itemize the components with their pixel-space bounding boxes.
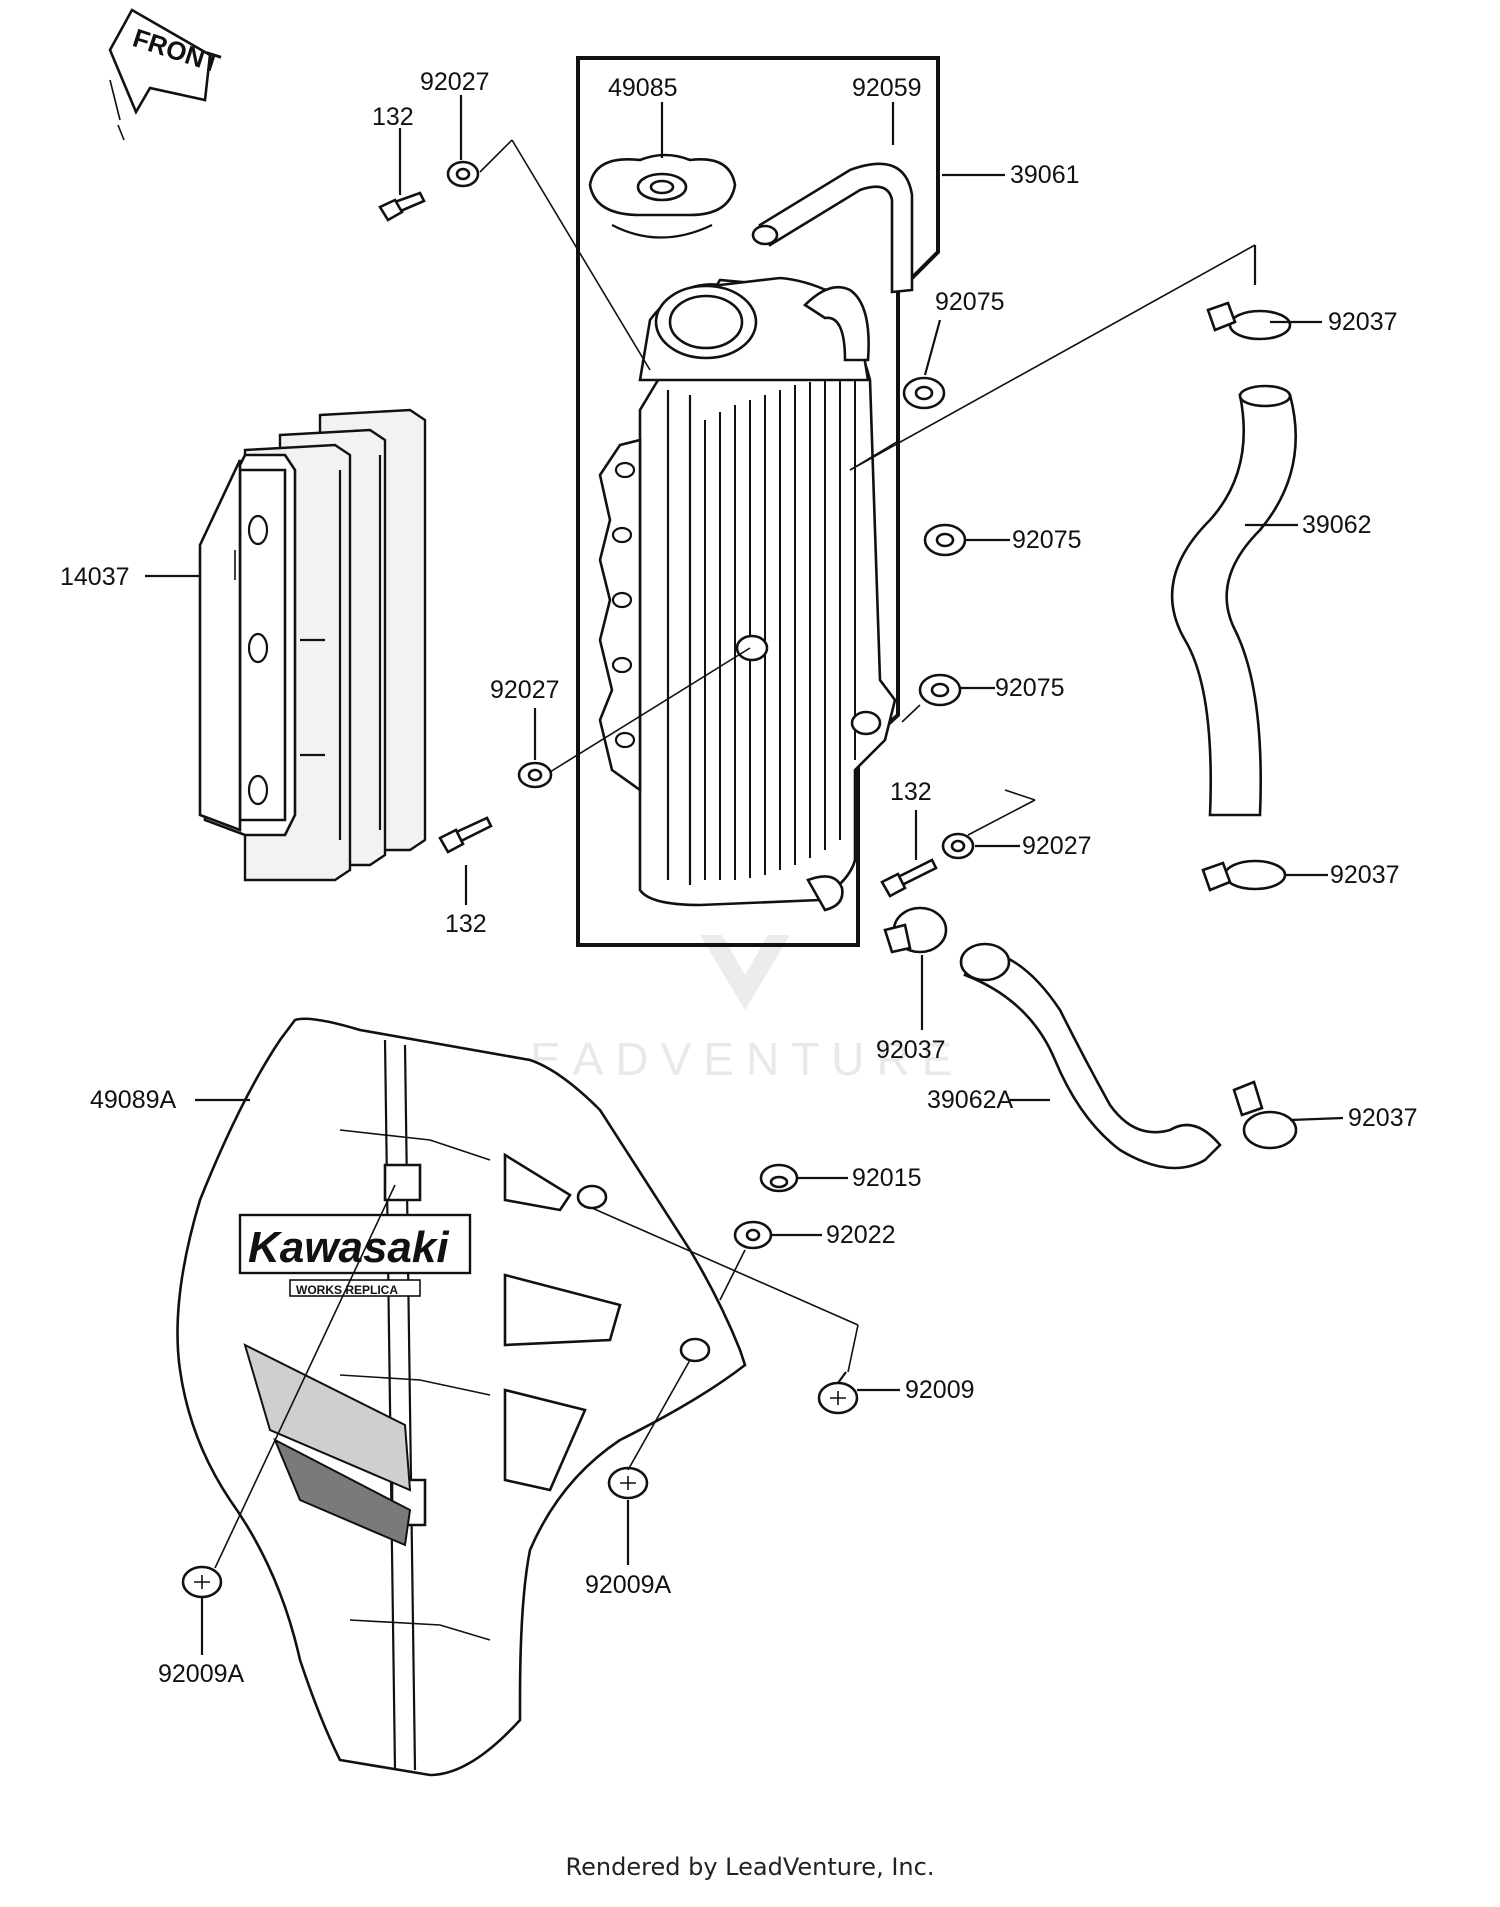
washer-92022 [733, 1220, 773, 1250]
watermark-text: EADVENTURE [530, 1033, 964, 1085]
screw-92009 [817, 1371, 859, 1415]
grommet-92075-b [923, 523, 967, 557]
watermark: EADVENTURE [530, 935, 964, 1085]
footer-credit: Rendered by LeadVenture, Inc. [565, 1853, 935, 1881]
callout-132-right: 132 [890, 778, 932, 806]
radiator-assembly-box [576, 56, 940, 947]
bolt-132-mid [438, 816, 493, 854]
radiator-core [598, 276, 897, 912]
callout-92027-top: 92027 [420, 68, 490, 96]
callout-92009A-left: 92009A [158, 1660, 245, 1688]
callout-14037: 14037 [60, 563, 130, 591]
callout-92075-c: 92075 [995, 674, 1065, 702]
leader-lines [145, 95, 1344, 1655]
callout-132-top: 132 [372, 103, 414, 131]
clamp-92037-a [1206, 301, 1292, 341]
callout-92059: 92059 [852, 74, 922, 102]
grommet-92075-c [918, 673, 962, 707]
clamp-92037-b [1201, 859, 1287, 892]
callout-92037-d: 92037 [1348, 1104, 1418, 1132]
callout-92015: 92015 [852, 1164, 922, 1192]
washer-92027-mid [517, 761, 553, 789]
callout-92027-right: 92027 [1022, 832, 1092, 860]
washer-92027-top [446, 160, 480, 188]
callout-92075-b: 92075 [1012, 526, 1082, 554]
callout-39062A: 39062A [927, 1086, 1014, 1114]
callout-labels: 92027 132 49085 92059 39061 92075 92037 … [60, 68, 1418, 1688]
callout-92022: 92022 [826, 1221, 896, 1249]
overflow-hose [751, 162, 914, 294]
callout-39062: 39062 [1302, 511, 1372, 539]
bolt-132-right [880, 858, 938, 898]
callout-92027-mid: 92027 [490, 676, 560, 704]
kawasaki-emblem: Kawasaki WORKS REPLICA [238, 1213, 472, 1297]
clamp-92037-d [1232, 1080, 1298, 1150]
bolt-132-top [378, 191, 426, 222]
screw-92009A-left [181, 1565, 223, 1599]
callout-92075-a: 92075 [935, 288, 1005, 316]
clamp-92037-c [883, 906, 948, 954]
emblem-brand: Kawasaki [248, 1223, 449, 1272]
screw-92009A-mid [607, 1466, 649, 1500]
callout-92037-b: 92037 [1330, 861, 1400, 889]
grommet-92075-a [902, 376, 946, 410]
bolt-92015 [759, 1163, 799, 1193]
radiator-cap [588, 153, 737, 239]
callout-92037-c: 92037 [876, 1036, 946, 1064]
callout-49089A: 49089A [90, 1086, 177, 1114]
callout-92009: 92009 [905, 1376, 975, 1404]
lower-hose [959, 942, 1222, 1170]
callout-39061: 39061 [1010, 161, 1080, 189]
callout-92037-a: 92037 [1328, 308, 1398, 336]
washer-92027-right [941, 832, 975, 860]
callout-92009A-mid: 92009A [585, 1571, 672, 1599]
emblem-tagline: WORKS REPLICA [296, 1283, 398, 1297]
callout-132-bottom: 132 [445, 910, 487, 938]
radiator-shroud [176, 1017, 747, 1777]
upper-hose [1170, 384, 1297, 817]
front-arrow-icon: FRONT [108, 8, 224, 141]
callout-49085: 49085 [608, 74, 678, 102]
radiator-louver [198, 408, 427, 882]
